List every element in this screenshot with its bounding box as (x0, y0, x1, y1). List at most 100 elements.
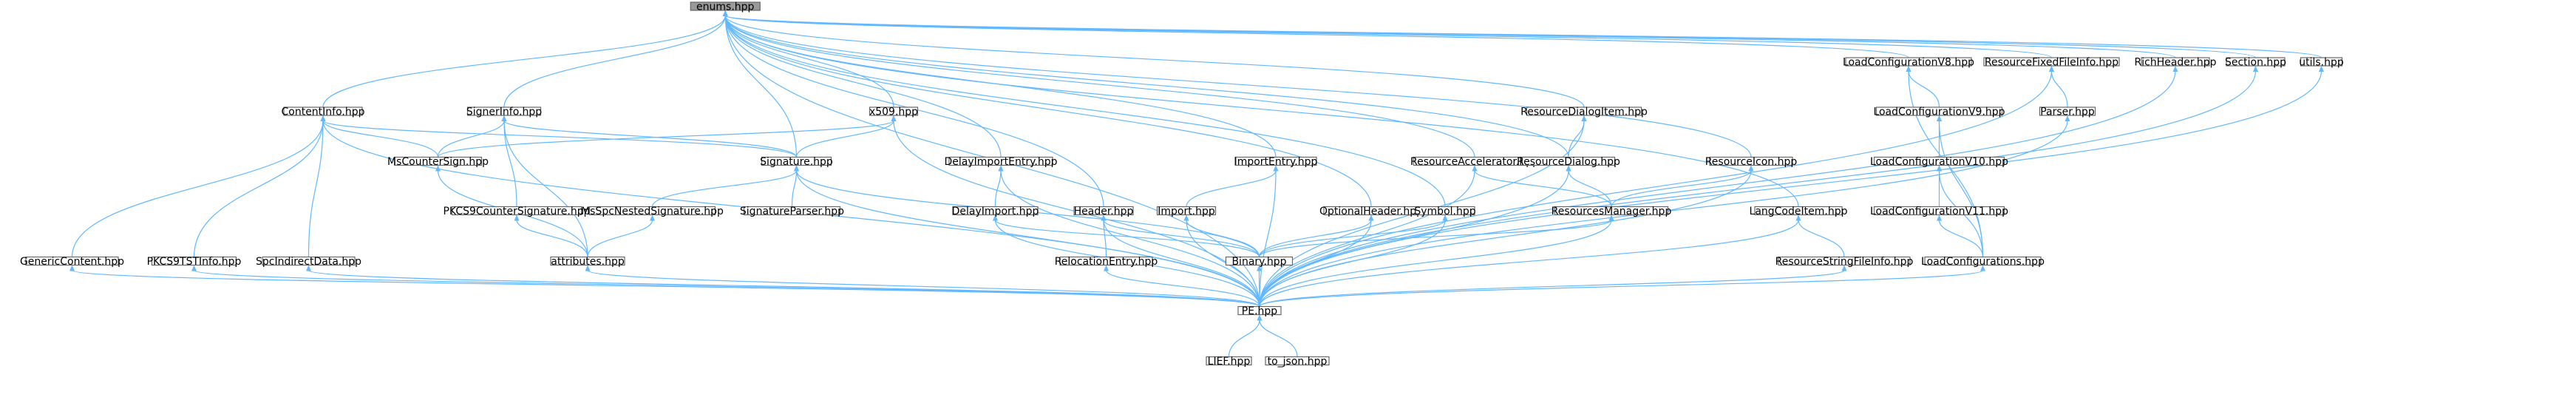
edge-resourcesmanager-to-binary (1258, 219, 1612, 257)
node-resourcedialog[interactable]: ResourceDialog.hpp (1517, 156, 1620, 168)
arrowhead-import-to-pe (1183, 214, 1189, 221)
node-resourcedialogitem[interactable]: ResourceDialogItem.hpp (1520, 106, 1648, 118)
node-box-resourcesmanager (1554, 206, 1669, 216)
node-signerinfo[interactable]: SignerInfo.hpp (466, 106, 542, 118)
node-x509[interactable]: x509.hpp (869, 106, 918, 118)
edge-import-to-binary (1186, 220, 1260, 257)
node-resourceaccelerator[interactable]: ResourceAccelerator.hpp (1410, 156, 1539, 168)
node-utils[interactable]: utils.hpp (2299, 57, 2344, 69)
node-loadconfigurations[interactable]: LoadConfigurations.hpp (1921, 256, 2045, 268)
node-box-resourcedialog (1521, 156, 1616, 166)
edge-enums-to-resourcefixedfileinfo (724, 15, 2053, 58)
edge-signerinfo-to-mscountersign (437, 120, 505, 158)
node-delayimport[interactable]: DelayImport.hpp (952, 206, 1039, 217)
node-tojson[interactable]: to_json.hpp (1265, 356, 1330, 368)
node-importentry[interactable]: ImportEntry.hpp (1234, 156, 1318, 168)
node-pe[interactable]: PE.hpp (1237, 305, 1282, 317)
edge-enums-to-optionalheader (724, 15, 1372, 207)
node-enums[interactable]: enums.hpp (690, 1, 761, 13)
node-label-loadconfigurations: LoadConfigurations.hpp (1921, 256, 2045, 268)
node-richheader[interactable]: RichHeader.hpp (2135, 57, 2217, 69)
edge-contentinfo-to-spcindirectdata (307, 120, 324, 257)
node-langcodeitem[interactable]: LangCodeItem.hpp (1750, 206, 1848, 217)
node-box-relocationentry (1059, 256, 1153, 266)
node-box-richheader (2141, 57, 2210, 67)
arrowhead-enums-to-utils (722, 10, 728, 16)
node-label-contentinfo: ContentInfo.hpp (281, 106, 364, 118)
node-label-pkcs9tstinfo: PKCS9TSTInfo.hpp (147, 256, 242, 268)
node-relocationentry[interactable]: RelocationEntry.hpp (1055, 256, 1158, 268)
arrowhead-parser-to-pe (2064, 115, 2070, 121)
node-box-import (1156, 206, 1217, 216)
node-loadconfigv9[interactable]: LoadConfigurationV9.hpp (1873, 106, 2005, 118)
node-header[interactable]: Header.hpp (1073, 206, 1134, 217)
node-pkcs9tstinfo[interactable]: PKCS9TSTInfo.hpp (147, 256, 242, 268)
node-lief[interactable]: LIEF.hpp (1206, 356, 1252, 368)
node-label-header: Header.hpp (1074, 206, 1134, 217)
node-loadconfigv10[interactable]: LoadConfigurationV10.hpp (1870, 156, 2008, 168)
edge-contentinfo-to-mscountersign (322, 120, 439, 158)
node-box-tojson (1265, 356, 1330, 366)
node-parser[interactable]: Parser.hpp (2039, 106, 2096, 118)
edge-enums-to-signerinfo (503, 15, 726, 108)
node-box-symbol (1415, 206, 1475, 216)
edge-utils-to-pe (1259, 70, 2322, 307)
node-box-loadconfigurations (1924, 256, 2042, 266)
node-symbol[interactable]: Symbol.hpp (1414, 206, 1475, 217)
node-box-pkcs9tstinfo (151, 256, 237, 266)
node-genericcontent[interactable]: GenericContent.hpp (20, 256, 124, 268)
node-box-header (1073, 206, 1134, 216)
node-delayimportentry[interactable]: DelayImportEntry.hpp (945, 156, 1058, 168)
node-pkcs9countersignature[interactable]: PKCS9CounterSignature.hpp (443, 206, 590, 217)
node-box-resourcefixedfileinfo (1983, 57, 2120, 67)
edge-resourcestringfileinfo-to-pe (1259, 269, 1845, 308)
edge-loadconfigv11-to-loadconfigurations (1938, 220, 1984, 257)
arrowhead-symbol-to-pe (1442, 214, 1448, 221)
arrowhead-resourceaccelerator-to-pe (1472, 165, 1478, 172)
node-box-utils (2300, 57, 2343, 67)
edge-resourcedialogitem-to-resourcedialog (1568, 120, 1585, 158)
arrowhead-pe-to-tojson (1257, 314, 1262, 321)
edge-signerinfo-to-attributes (503, 120, 588, 257)
node-msspcnested[interactable]: MsSpcNestedSignature.hpp (581, 206, 724, 217)
node-mscountersign[interactable]: MsCounterSign.hpp (387, 156, 489, 168)
edge-loadconfigv9-to-loadconfigurations (1938, 120, 1984, 257)
node-loadconfigv11[interactable]: LoadConfigurationV11.hpp (1870, 206, 2008, 217)
edge-enums-to-loadconfigv8 (724, 15, 1909, 58)
arrowhead-loadconfigv11-to-loadconfigurations (1937, 214, 1942, 221)
node-loadconfigv8[interactable]: LoadConfigurationV8.hpp (1843, 57, 1974, 69)
node-binary[interactable]: Binary.hpp (1225, 256, 1294, 268)
edge-importentry-to-import (1186, 170, 1277, 207)
node-label-resourceaccelerator: ResourceAccelerator.hpp (1410, 156, 1539, 168)
node-resourceicon[interactable]: ResourceIcon.hpp (1705, 156, 1798, 168)
node-attributes[interactable]: attributes.hpp (550, 256, 625, 268)
node-section[interactable]: Section.hpp (2225, 57, 2286, 69)
node-label-signatureparser: SignatureParser.hpp (740, 206, 844, 217)
node-signature[interactable]: Signature.hpp (760, 156, 833, 168)
node-label-delayimport: DelayImport.hpp (952, 206, 1039, 217)
node-label-relocationentry: RelocationEntry.hpp (1055, 256, 1158, 268)
node-box-contentinfo (283, 106, 363, 116)
edge-delayimport-to-binary (994, 219, 1260, 257)
node-resourcefixedfileinfo[interactable]: ResourceFixedFileInfo.hpp (1983, 57, 2120, 69)
node-box-resourcedialogitem (1526, 106, 1642, 116)
node-import[interactable]: Import.hpp (1156, 206, 1217, 217)
arrowhead-loadconfigv9-to-loadconfigurations (1937, 115, 1942, 121)
node-resourcestringfileinfo[interactable]: ResourceStringFileInfo.hpp (1775, 256, 1914, 268)
node-label-spcindirectdata: SpcIndirectData.hpp (256, 256, 361, 268)
node-resourcesmanager[interactable]: ResourcesManager.hpp (1552, 206, 1672, 217)
arrowhead-resourcedialog-to-pe (1566, 165, 1571, 172)
node-spcindirectdata[interactable]: SpcIndirectData.hpp (256, 256, 361, 268)
edge-resourcesmanager-to-pe (1259, 220, 1612, 307)
node-optionalheader[interactable]: OptionalHeader.hpp (1319, 206, 1423, 217)
node-contentinfo[interactable]: ContentInfo.hpp (281, 106, 364, 118)
node-label-enums: enums.hpp (696, 1, 755, 13)
edge-x509-to-signature (795, 120, 894, 158)
node-label-resourcedialogitem: ResourceDialogItem.hpp (1520, 106, 1648, 118)
node-box-signatureparser (743, 206, 841, 216)
node-box-x509 (869, 106, 919, 116)
edge-attributes-to-pe (587, 269, 1260, 308)
arrowhead-loadconfigv8-to-loadconfigurations (1906, 66, 1911, 72)
node-signatureparser[interactable]: SignatureParser.hpp (740, 206, 844, 217)
